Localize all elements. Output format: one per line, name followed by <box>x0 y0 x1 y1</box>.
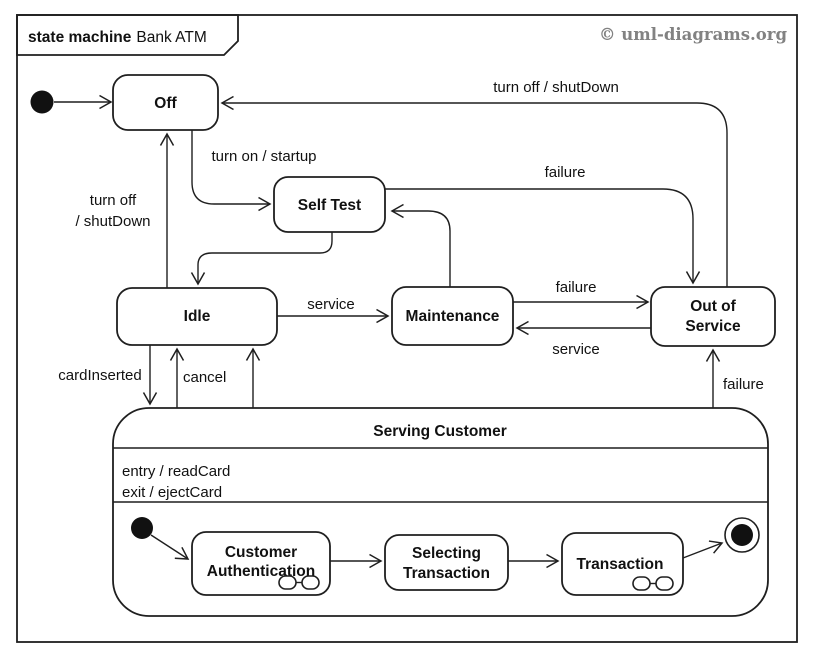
transition-label-maintenance-to-out-of-service: failure <box>556 279 597 296</box>
state-idle <box>116 287 278 346</box>
initial-state-node <box>30 90 54 114</box>
state-selecting-transaction-label-line2: Transaction <box>403 565 490 582</box>
transition-out-of-service-to-off <box>220 95 728 287</box>
transition-label-idle-to-serving-customer: cardInserted <box>58 367 141 384</box>
frame-title-tab <box>16 14 239 56</box>
transition-label-self-test-to-out-of-service: failure <box>545 164 586 181</box>
serving-customer-entry-action: entry / readCard <box>122 463 230 480</box>
state-maintenance-label: Maintenance <box>406 308 500 325</box>
state-customer-authentication-label-line2: Authentication <box>207 563 316 580</box>
state-selecting-transaction <box>384 534 509 591</box>
state-self-test-label: Self Test <box>298 197 361 214</box>
final-state-node-inner <box>731 524 753 546</box>
state-transaction <box>561 532 684 596</box>
frame-title-name: Bank ATM <box>136 29 206 46</box>
state-out-of-service-label-line1: Out of <box>690 298 736 315</box>
transition-label-off-to-self-test: turn on / startup <box>211 148 316 165</box>
submachine-icon <box>278 575 320 590</box>
transition-self-test-to-out-of-service <box>385 188 701 285</box>
state-off-label: Off <box>154 95 177 112</box>
transition-maintenance-to-self-test <box>390 203 451 287</box>
submachine-icon <box>632 576 674 591</box>
transition-label-idle-to-off-line1: turn off <box>90 192 137 209</box>
state-selecting-transaction-label-line1: Selecting <box>412 545 481 562</box>
transition-initial-to-customer-authentication <box>150 534 190 560</box>
state-customer-authentication-label-line1: Customer <box>225 544 297 561</box>
state-transaction-label: Transaction <box>577 556 664 573</box>
state-serving-customer-label: Serving Customer <box>373 423 507 440</box>
state-maintenance <box>391 286 514 346</box>
frame-title-keyword: state machine <box>28 29 132 46</box>
state-off <box>112 74 219 131</box>
transition-label-out-of-service-to-off: turn off / shutDown <box>493 79 619 96</box>
state-idle-label: Idle <box>184 308 211 325</box>
diagram-frame <box>16 14 798 643</box>
state-out-of-service-label-line2: Service <box>685 318 741 335</box>
copyright-text: © uml-diagrams.org <box>599 25 787 44</box>
serving-customer-initial-node <box>131 517 153 539</box>
transition-off-to-self-test <box>191 130 272 212</box>
transition-transaction-to-final <box>682 540 724 559</box>
transition-label-idle-to-off-line2: / shutDown <box>75 213 150 230</box>
serving-customer-exit-action: exit / ejectCard <box>122 484 222 501</box>
state-out-of-service <box>650 286 776 347</box>
transition-label-idle-to-maintenance: service <box>307 296 355 313</box>
transition-label-out-of-service-to-maintenance: service <box>552 341 600 358</box>
transition-self-test-to-idle <box>190 232 333 286</box>
state-self-test <box>273 176 386 233</box>
transition-label-serving-customer-to-idle: cancel <box>183 369 226 386</box>
transition-label-serving-customer-to-out-of-service: failure <box>723 376 764 393</box>
